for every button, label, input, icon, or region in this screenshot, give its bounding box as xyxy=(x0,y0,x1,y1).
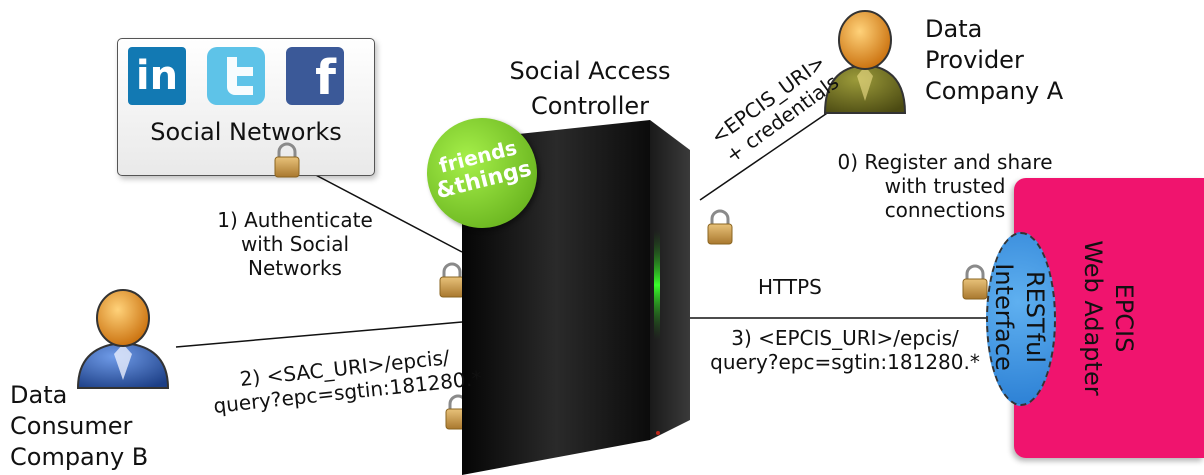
sac-title-line2: Controller xyxy=(530,92,650,120)
restful-line1: RESTful xyxy=(1021,270,1049,364)
step1-line3: Networks xyxy=(248,256,342,280)
lock-icon-sac-right xyxy=(707,209,733,245)
step0-line2: with trusted xyxy=(884,174,1006,198)
consumer-person-icon xyxy=(76,289,170,389)
consumer-line1: Data xyxy=(10,381,68,409)
step1-line2: with Social xyxy=(240,232,350,256)
facebook-icon: f xyxy=(286,47,344,106)
linkedin-icon: in xyxy=(128,47,186,105)
step1-text: 1) Authenticate with Social Networks xyxy=(200,208,390,280)
provider-line2: Provider xyxy=(925,46,1024,74)
step3-line2: query?epc=sgtin:181280.* xyxy=(710,350,980,374)
provider-label: Data Provider Company A xyxy=(925,14,1063,107)
social-networks-label: Social Networks xyxy=(150,118,342,146)
step3-text: 3) <EPCIS_URI>/epcis/ query?epc=sgtin:18… xyxy=(700,326,990,374)
provider-line3: Company A xyxy=(925,77,1064,105)
consumer-line2: Consumer xyxy=(10,412,133,440)
consumer-line3: Company B xyxy=(10,443,149,471)
consumer-label: Data Consumer Company B xyxy=(10,380,148,473)
epcis-line2: Web Adapter xyxy=(1079,240,1107,396)
provider-line1: Data xyxy=(925,15,983,43)
https-label: HTTPS xyxy=(758,275,822,299)
lock-icon-epcis xyxy=(962,264,988,300)
line-social-to-sac xyxy=(309,171,463,253)
sac-title: Social Access Controller xyxy=(480,56,700,122)
epcis-line1: EPCIS xyxy=(1110,283,1138,353)
social-networks-box: in f Social Networks xyxy=(117,38,375,176)
step3-line1: 3) <EPCIS_URI>/epcis/ xyxy=(731,326,959,350)
restful-line2: Interface xyxy=(990,263,1018,371)
twitter-icon xyxy=(207,47,265,105)
provider-person-icon xyxy=(823,10,907,114)
lock-icon-sac-left xyxy=(439,262,465,298)
lock-icon-social xyxy=(274,142,300,178)
step0-line1: 0) Register and share xyxy=(837,150,1053,174)
restful-interface-ellipse xyxy=(986,232,1056,406)
step1-line1: 1) Authenticate xyxy=(217,208,373,232)
step0-text: 0) Register and share with trusted conne… xyxy=(820,150,1070,222)
step0-line3: connections xyxy=(884,198,1006,222)
sac-title-line1: Social Access xyxy=(509,57,671,85)
line-consumer-to-sac xyxy=(175,321,463,348)
